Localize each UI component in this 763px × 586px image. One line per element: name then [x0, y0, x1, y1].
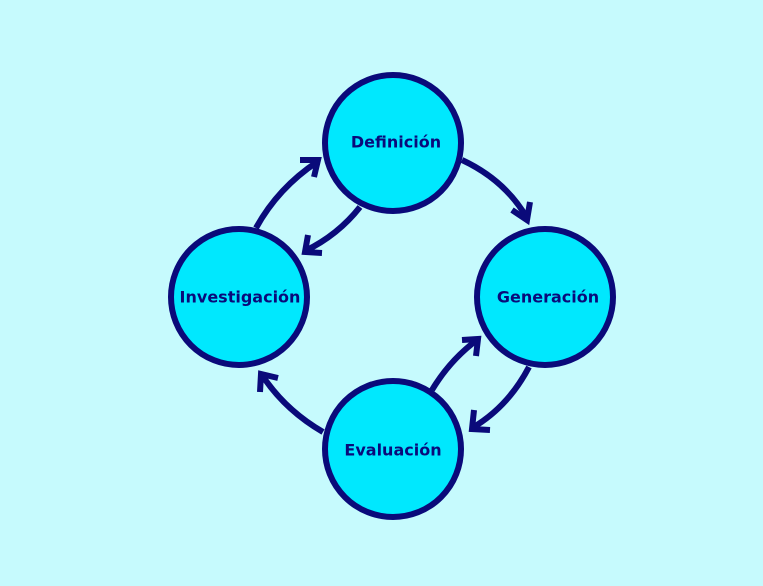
node-evaluacion: Evaluación: [322, 378, 464, 520]
node-evaluacion-label: Evaluación: [344, 441, 441, 460]
node-definicion: Definición: [322, 72, 464, 214]
arrow-definicion-to-generacion: [460, 157, 533, 226]
node-investigacion: Investigación: [168, 226, 310, 368]
node-investigacion-label: Investigación: [180, 288, 301, 307]
arrow-generacion-to-evaluacion: [468, 365, 532, 433]
node-generacion: Generación: [474, 226, 616, 368]
arrow-investigacion-to-definicion: [253, 157, 322, 230]
node-generacion-label: Generación: [497, 288, 599, 307]
arrow-evaluacion-to-generacion: [429, 335, 482, 392]
arrow-definicion-to-investigacion: [301, 205, 363, 256]
arrow-evaluacion-to-investigacion: [257, 370, 325, 435]
node-definicion-label: Definición: [351, 133, 441, 152]
